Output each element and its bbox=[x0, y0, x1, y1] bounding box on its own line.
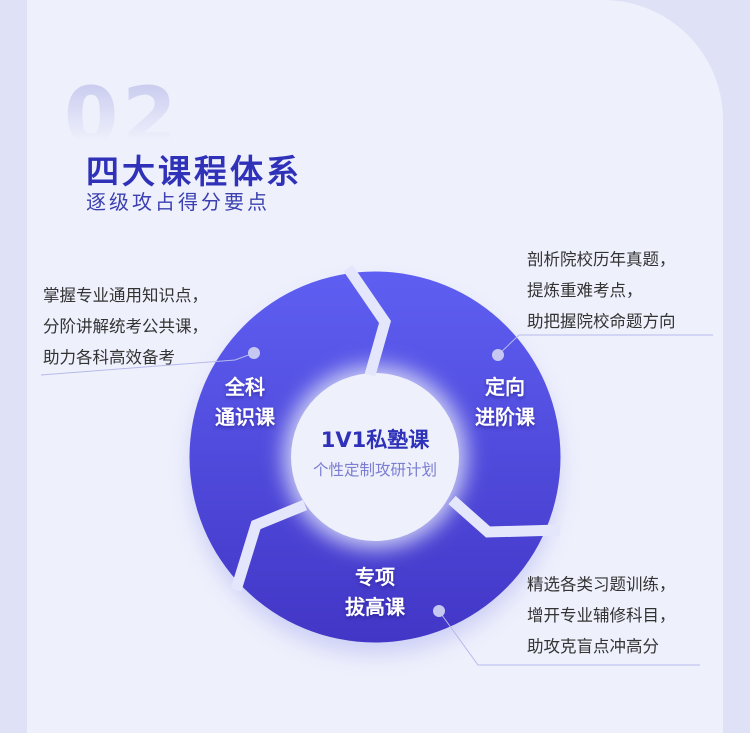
note-directed: 剖析院校历年真题， 提炼重难考点， 助把握院校命题方向 bbox=[527, 250, 676, 331]
segment-gap bbox=[448, 495, 561, 538]
segment-label-directed: 定向进阶课 bbox=[475, 375, 535, 429]
marker-dot bbox=[248, 347, 260, 359]
segment-label-special: 专项拔高课 bbox=[345, 565, 405, 619]
center-title: 1V1私塾课 bbox=[320, 428, 430, 452]
leader-line bbox=[438, 610, 700, 666]
page-subtitle: 逐级攻占得分要点 bbox=[86, 190, 270, 214]
note-general: 掌握专业通用知识点， 分阶讲解统考公共课， 助力各科高效备考 bbox=[43, 286, 208, 367]
section-number: 02 bbox=[64, 72, 181, 162]
marker-dot bbox=[433, 605, 445, 617]
segment-gap bbox=[343, 264, 391, 377]
ring-inner bbox=[291, 373, 459, 541]
page-title: 四大课程体系 bbox=[86, 152, 302, 191]
segment-gap bbox=[230, 499, 308, 592]
segment-label-general: 全科通识课 bbox=[215, 375, 275, 429]
center-subtitle: 个性定制攻研计划 bbox=[312, 461, 437, 479]
leader-line bbox=[497, 334, 713, 356]
marker-dot bbox=[492, 349, 504, 361]
leader-line bbox=[40, 352, 255, 376]
note-special: 精选各类习题训练， 增开专业辅修科目， 助攻克盲点冲高分 bbox=[527, 575, 676, 656]
